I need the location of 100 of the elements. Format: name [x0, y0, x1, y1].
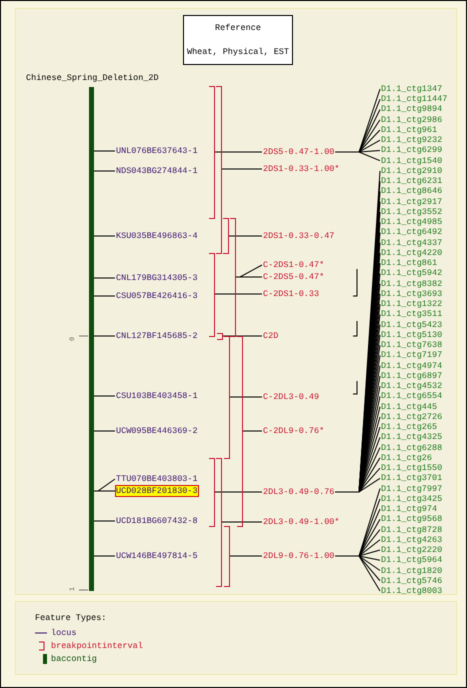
contig-label: D1.1_ctg2220	[381, 545, 442, 556]
contig-label: D1.1_ctg6299	[381, 145, 442, 156]
contig-label: D1.1_ctg4532	[381, 381, 442, 392]
contig-label: D1.1_ctg961	[381, 124, 438, 135]
legend-heading: Feature Types:	[35, 613, 106, 623]
contig-label: D1.1_ctg5746	[381, 576, 442, 586]
contig-label: D1.1_ctg4985	[381, 217, 442, 228]
contig-label: D1.1_ctg2726	[381, 412, 442, 422]
interval-label: C2D	[263, 331, 278, 341]
interval-label: 2DS1-0.33-1.00*	[263, 164, 340, 174]
leader-line	[230, 396, 262, 398]
interval-label: C-2DS5-0.47*	[263, 272, 324, 282]
contig-label: D1.1_ctg9232	[381, 135, 442, 146]
contig-label: D1.1_ctg4974	[381, 360, 442, 371]
contig-label: D1.1_ctg3511	[381, 309, 442, 320]
contig-label: D1.1_ctg4220	[381, 248, 442, 258]
connector-line	[334, 478, 380, 492]
bracket-mark	[217, 333, 223, 340]
leader-line	[242, 430, 262, 432]
contig-label: D1.1_ctg6288	[381, 442, 442, 453]
bracket-mark	[237, 336, 243, 527]
contig-label: D1.1_ctg1820	[381, 566, 442, 576]
leader-line	[222, 168, 262, 170]
interval-label: C-2DS1-0.33	[263, 289, 320, 299]
map-title: Chinese_Spring_Deletion_2D	[26, 73, 159, 83]
interval-label: C-2DS1-0.47*	[263, 260, 324, 270]
contig-label: D1.1_ctg1540	[381, 156, 442, 166]
contig-label: D1.1_ctg8003	[381, 586, 442, 596]
contig-label: D1.1_ctg4325	[381, 432, 442, 442]
interval-label: C-2DL9-0.76*	[263, 426, 324, 436]
contig-label: D1.1_ctg5942	[381, 268, 442, 278]
interval-label: 2DL9-0.76-1.00	[263, 551, 334, 561]
contig-bar	[89, 87, 94, 591]
locus-label: KSU035BE496863-4	[116, 231, 198, 241]
contig-label: D1.1_ctg861	[381, 258, 438, 268]
contig-label: D1.1_ctg3701	[381, 473, 442, 484]
contig-label: D1.1_ctg6231	[381, 176, 442, 186]
locus-label: UCD028BF201830-3	[116, 486, 198, 496]
contig-label: D1.1_ctg445	[381, 402, 438, 412]
contig-label: D1.1_ctg5423	[381, 320, 442, 330]
contig-label: D1.1_ctg5130	[381, 330, 442, 340]
bracket-mark	[230, 218, 236, 337]
contig-label: D1.1_ctg5964	[381, 555, 442, 566]
leader-line	[94, 520, 116, 522]
locus-label: UCW146BE497814-5	[116, 551, 198, 561]
interval-label: 2DL3-0.49-0.76	[263, 487, 334, 497]
bracket-mark	[209, 458, 215, 527]
bracket-mark	[216, 86, 222, 254]
leader-line	[94, 430, 116, 432]
locus-label: TTU070BE403803-1	[116, 474, 198, 484]
contig-label: D1.1_ctg3552	[381, 206, 442, 217]
contig-label: D1.1_ctg265	[381, 422, 438, 432]
contig-label: D1.1_ctg6897	[381, 370, 442, 381]
map-set-heading: Reference	[215, 23, 261, 33]
bracket-mark	[223, 218, 229, 254]
contig-label: D1.1_ctg6492	[381, 227, 442, 238]
locus-label: UNL076BE637643-1	[116, 146, 198, 156]
contig-label: D1.1_ctg8646	[381, 186, 442, 196]
contig-label: D1.1_ctg2917	[381, 196, 442, 207]
locus-label: CNL127BF145685-2	[116, 331, 198, 341]
leader-line	[94, 170, 116, 172]
bracket-mark	[209, 253, 215, 337]
bracket-mark	[209, 86, 215, 219]
contig-label: D1.1_ctg974	[381, 504, 438, 514]
legend-label: breakpointinterval	[51, 641, 143, 651]
locus-label: CSU057BE426416-3	[116, 291, 198, 301]
contig-label: D1.1_ctg1322	[381, 299, 442, 310]
contig-label: D1.1_ctg7197	[381, 350, 442, 360]
locus-label: UCD181BG607432-8	[116, 516, 198, 526]
legend-label: baccontig	[51, 654, 97, 664]
bracket-mark	[216, 458, 222, 587]
reference-box	[183, 15, 293, 65]
leader-line	[236, 276, 262, 278]
contig-label: D1.1_ctg26	[381, 452, 432, 463]
map-set-name: Wheat, Physical, EST	[186, 47, 290, 57]
contig-label: D1.1_ctg7638	[381, 340, 442, 350]
interval-label: 2DL3-0.49-1.00*	[263, 517, 340, 527]
contig-label: D1.1_ctg3425	[381, 494, 442, 504]
contig-label: D1.1_ctg2910	[381, 166, 442, 176]
connector-line	[334, 556, 380, 592]
contig-label: D1.1_ctg4337	[381, 238, 442, 248]
contig-label: D1.1_ctg4263	[381, 534, 442, 545]
connector-line	[334, 152, 380, 162]
contig-label: D1.1_ctg9568	[381, 514, 442, 524]
contig-label: D1.1_ctg11447	[381, 94, 448, 104]
interval-label: C-2DL3-0.49	[263, 392, 320, 402]
legend-label: locus	[51, 628, 77, 638]
leader-line	[94, 150, 116, 152]
locus-label: UCW095BE446369-2	[116, 426, 198, 436]
contig-label: D1.1_ctg6554	[381, 391, 442, 402]
contig-label: D1.1_ctg3693	[381, 288, 442, 299]
locus-label: CNL179BG314305-3	[116, 273, 198, 283]
contig-label: D1.1_ctg7997	[381, 484, 442, 494]
locus-label: NDS043BG274844-1	[116, 166, 198, 176]
interval-label: 2DS1-0.33-0.47	[263, 231, 334, 241]
contig-label: D1.1_ctg1550	[381, 463, 442, 474]
bracket-mark	[224, 526, 230, 587]
locus-label: CSU103BE403458-1	[116, 391, 198, 401]
contig-label: D1.1_ctg8728	[381, 524, 442, 535]
contig-label: D1.1_ctg1347	[381, 84, 442, 94]
